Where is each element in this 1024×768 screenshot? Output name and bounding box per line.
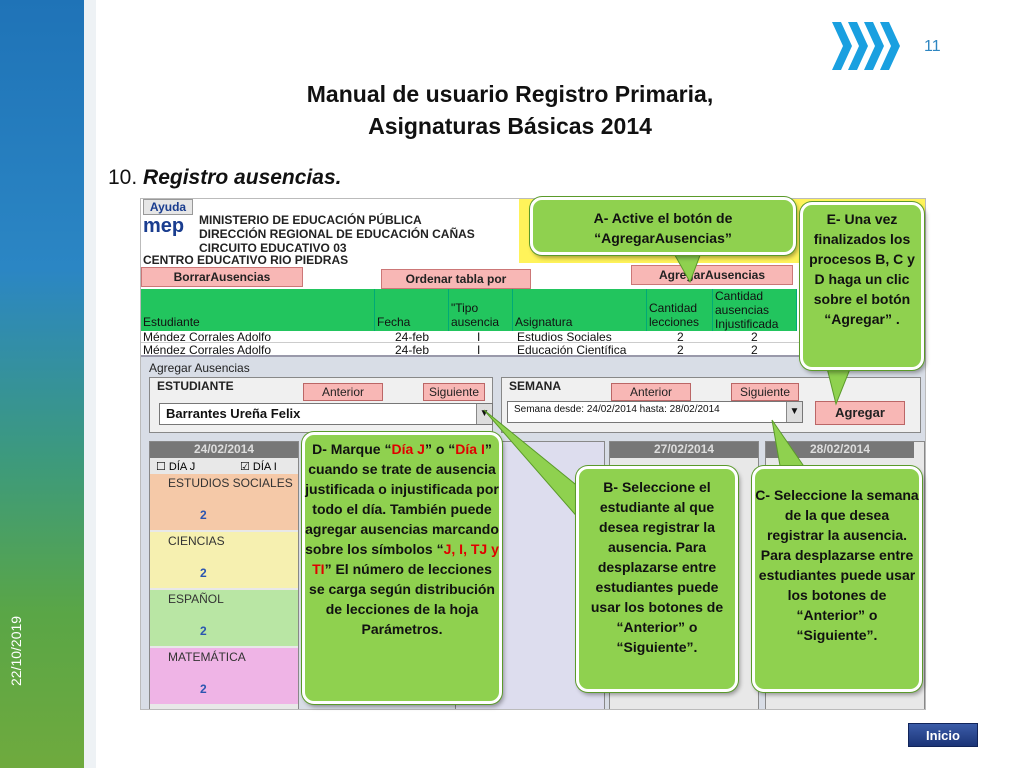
callout-d-text: ” El número de lecciones se carga según … [309,561,495,637]
callout-d-text: ” cuando se trate de ausencia justificad… [305,441,499,557]
estudiante-label: ESTUDIANTE [157,379,234,393]
student-anterior-button[interactable]: Anterior [303,383,383,401]
subject-label: MATEMÁTICA [168,650,246,664]
dropdown-arrow-icon[interactable]: ▼ [476,404,492,424]
callout-d-dia-j: Día J [391,441,425,457]
dia-i-label: DÍA I [252,461,277,473]
col-injustificada[interactable]: Cantidad ausencias Injustificada [713,289,797,331]
day-1-header: 24/02/2014 [150,442,298,458]
student-select-value: Barrantes Ureña Felix [166,406,301,421]
student-siguiente-button[interactable]: Siguiente [423,383,485,401]
student-select[interactable]: Barrantes Ureña Felix ▼ [159,403,493,425]
callout-b: B- Seleccione el estudiante al que desea… [576,466,738,692]
subject-ciencias: CIENCIAS 2 [150,532,298,588]
agregar-button[interactable]: Agregar [815,401,905,425]
section-heading: 10. Registro ausencias. [108,166,341,190]
dia-i-checkbox[interactable]: ☑ DÍA I [240,461,277,473]
cell-injustificada: 2 [751,330,758,344]
slide-title: Manual de usuario Registro Primaria, Asi… [200,78,820,142]
cell-estudiante: Méndez Corrales Adolfo [143,330,272,344]
dialog-caption: Agregar Ausencias [149,361,250,375]
mep-logo: mep [143,215,185,237]
lesson-count: 2 [200,508,207,522]
col-lecciones[interactable]: Cantidad lecciones [647,289,713,331]
inicio-button[interactable]: Inicio [908,723,978,747]
callout-d-text: D- Marque “ [312,441,392,457]
cell-tipo: I [477,343,481,357]
col-asignatura[interactable]: Asignatura [513,289,647,331]
week-select-value: Semana desde: 24/02/2014 hasta: 28/02/20… [514,404,720,415]
week-siguiente-button[interactable]: Siguiente [731,383,799,401]
header-line-1: MINISTERIO DE EDUCACIÓN PÚBLICA [199,213,422,227]
dia-j-label: DÍA J [168,461,196,473]
ayuda-button[interactable]: Ayuda [143,199,193,215]
subject-matematica: MATEMÁTICA 2 [150,648,298,704]
dia-j-checkbox[interactable]: ☐ DÍA J [156,461,196,473]
section-title: Registro ausencias. [143,166,342,189]
day-4-header: 28/02/2014 [766,442,914,458]
semana-label: SEMANA [509,379,562,393]
day-3-header: 27/02/2014 [610,442,758,458]
subject-label: ESTUDIOS SOCIALES [168,476,293,490]
header-line-2: DIRECCIÓN REGIONAL DE EDUCACIÓN CAÑAS [199,227,475,241]
title-line-2: Asignaturas Básicas 2014 [368,113,652,139]
chevrons-icon [832,22,900,70]
cell-fecha: 24-feb [395,343,430,357]
subject-espanol: ESPAÑOL 2 [150,590,298,646]
subject-estudios-sociales: ESTUDIOS SOCIALES 2 [150,474,298,530]
subject-label: ESPAÑOL [168,592,224,606]
dropdown-arrow-icon[interactable]: ▼ [786,402,802,422]
lesson-count: 2 [200,566,207,580]
lesson-count: 2 [200,624,207,638]
week-anterior-button[interactable]: Anterior [611,383,691,401]
section-number: 10. [108,166,138,189]
callout-a: A- Active el botón de “AgregarAusencias” [530,197,796,255]
cell-lecciones: 2 [677,330,684,344]
header-line-4: CENTRO EDUCATIVO RIO PIEDRAS [143,253,349,267]
ordenar-tabla-button[interactable]: Ordenar tabla por [381,269,531,289]
borrar-ausencias-button[interactable]: BorrarAusencias [141,267,303,287]
callout-d-symbols: J, I, TJ y TI [312,541,499,577]
title-line-1: Manual de usuario Registro Primaria, [306,81,714,107]
cell-estudiante: Méndez Corrales Adolfo [143,343,272,357]
page-number: 11 [924,38,941,55]
callout-d: D- Marque “Día J” o “Día I” cuando se tr… [302,432,502,704]
lesson-count: 2 [200,682,207,696]
left-sidebar: 22/10/2019 [0,0,84,768]
cell-lecciones: 2 [677,343,684,357]
table-row[interactable]: Méndez Corrales Adolfo 24-feb I Estudios… [141,330,925,344]
col-estudiante[interactable]: Estudiante [141,289,375,331]
callout-d-text: ” o “ [424,441,456,457]
day-column-1: 24/02/2014 ☐ DÍA J ☑ DÍA I ESTUDIOS SOCI… [149,441,299,709]
subject-label: CIENCIAS [168,534,225,548]
cell-tipo: I [477,330,481,344]
header-line-3: CIRCUITO EDUCATIVO 03 [199,241,347,255]
week-select[interactable]: Semana desde: 24/02/2014 hasta: 28/02/20… [507,401,803,423]
callout-e: E- Una vez finalizados los procesos B, C… [800,202,924,370]
cell-asignatura: Educación Científica [517,343,627,357]
col-tipo[interactable]: "Tipo ausencia [449,289,513,331]
cell-injustificada: 2 [751,343,758,357]
agregar-ausencias-button[interactable]: AgregarAusencias [631,265,793,285]
cell-fecha: 24-feb [395,330,430,344]
sidebar-stripe [84,0,96,768]
cell-asignatura: Estudios Sociales [517,330,612,344]
callout-d-dia-i: Día I [455,441,485,457]
col-fecha[interactable]: Fecha [375,289,449,331]
callout-c: C- Seleccione la semana de la que desea … [752,466,922,692]
